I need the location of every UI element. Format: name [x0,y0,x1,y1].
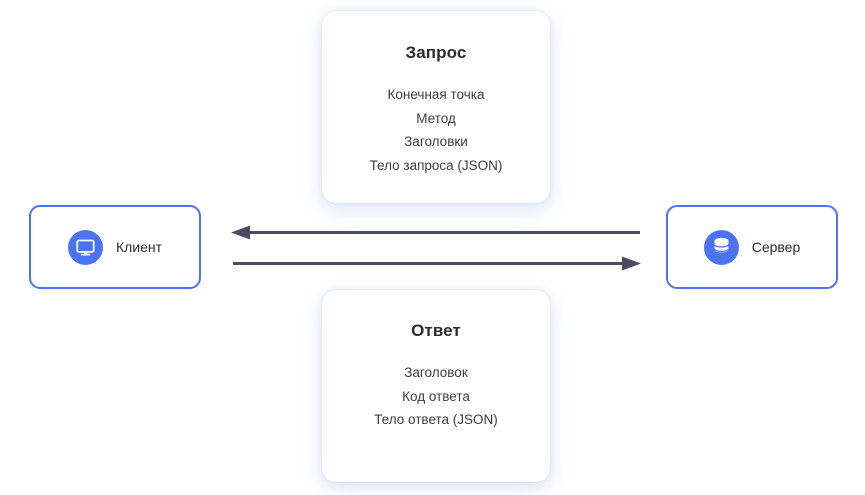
response-line-body: Тело ответа (JSON) [374,412,498,427]
server-node-label: Сервер [751,239,801,255]
monitor-icon [67,229,103,265]
server-node-content: Сервер [703,229,801,265]
response-arrow [231,225,640,240]
request-card: Запрос Конечная точка Метод Заголовки Те… [322,11,550,203]
client-node[interactable]: Клиент [29,205,201,289]
request-line-endpoint: Конечная точка [387,87,485,102]
response-line-status-code: Код ответа [402,388,470,404]
request-card-title: Запрос [405,43,467,62]
response-line-header: Заголовок [404,365,468,380]
response-card: Ответ Заголовок Код ответа Тело ответа (… [322,290,550,482]
request-card-lines: Конечная точка Метод Заголовки Тело запр… [322,83,550,177]
request-arrow [233,256,641,271]
database-icon [703,229,739,265]
client-node-content: Клиент [67,229,163,265]
response-card-title: Ответ [411,321,461,340]
response-card-lines: Заголовок Код ответа Тело ответа (JSON) [322,361,550,432]
request-line-method: Метод [416,110,456,126]
request-line-headers: Заголовки [404,134,468,149]
request-line-body: Тело запроса (JSON) [369,157,503,173]
server-node[interactable]: Сервер [666,205,838,289]
client-node-label: Клиент [115,239,163,255]
